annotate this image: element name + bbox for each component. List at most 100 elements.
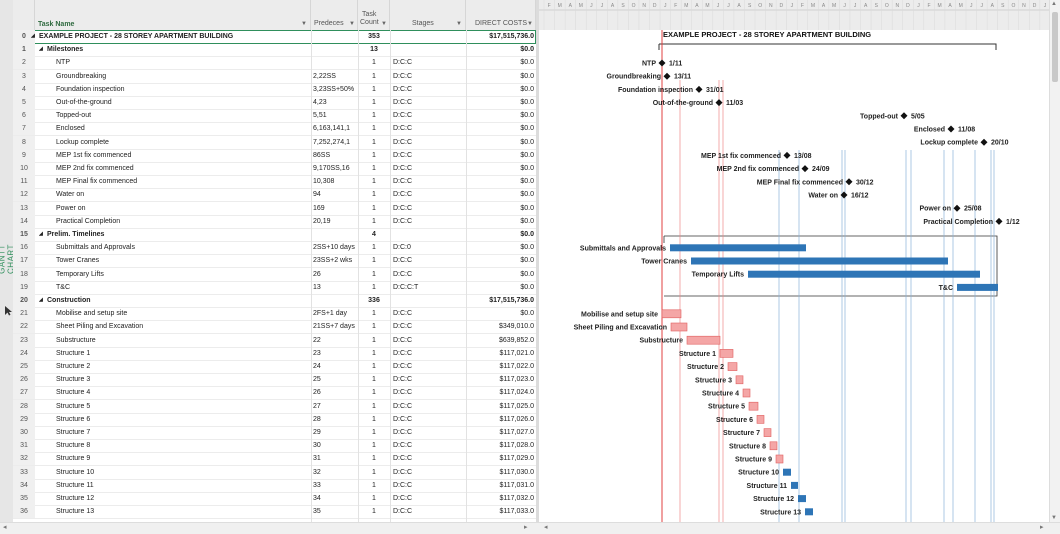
task-bar[interactable] [727,362,738,371]
predecessors-dropdown-icon[interactable]: ▼ [349,21,355,27]
task-bar[interactable] [691,257,948,265]
vertical-scroll-thumb[interactable] [1052,12,1058,82]
task-bar[interactable] [735,375,744,385]
column-header-task-count[interactable]: Task Count ▼ [358,0,390,30]
column-header-direct-costs[interactable]: DIRECT COSTS ▼ [466,0,536,30]
milestone-diamond[interactable] [658,59,666,67]
task-bar[interactable] [742,388,751,398]
task-bar[interactable] [775,454,784,464]
milestone-diamond[interactable] [715,99,723,107]
collapse-toggle-icon[interactable]: ◢ [31,33,35,39]
task-bar[interactable] [957,283,998,291]
task-bar[interactable] [661,309,682,319]
task-bar[interactable] [763,428,772,437]
collapse-toggle-icon[interactable]: ◢ [39,46,43,53]
task-bar[interactable] [748,401,759,411]
timescale-month: F [674,3,677,9]
scroll-left-icon[interactable]: ◂ [3,524,7,531]
row-number: 12 [13,188,35,202]
task-bar[interactable] [769,441,778,451]
milestone-diamond[interactable] [995,217,1003,225]
horizontal-scrollbar[interactable]: ◂ ▸ ◂ ▸ [0,522,1060,534]
table-scroll-right-icon[interactable]: ▸ [524,524,528,531]
milestone-diamond[interactable] [947,125,955,133]
table-row[interactable]: 0◢EXAMPLE PROJECT - 28 STOREY APARTMENT … [13,30,536,44]
milestone-date: 25/08 [964,206,982,213]
milestone-diamond[interactable] [801,165,809,173]
task-bar[interactable] [756,415,765,424]
scroll-down-icon[interactable]: ▼ [1051,515,1057,521]
task-bar[interactable] [670,244,806,252]
chart-scroll-left-icon[interactable]: ◂ [544,524,548,531]
task-bar[interactable] [670,322,688,332]
task-bar[interactable] [686,335,721,345]
column-header-predecessors[interactable]: Predeces ▼ [311,0,358,30]
direct-costs-dropdown-icon[interactable]: ▼ [527,21,533,27]
milestone-diamond[interactable] [695,85,703,93]
milestone-diamond[interactable] [953,204,961,212]
task-bar[interactable] [798,495,806,503]
task-count-cell: 1 [372,415,376,423]
task-bar[interactable] [783,468,791,476]
task-count-dropdown-icon[interactable]: ▼ [381,21,387,27]
task-name-dropdown-icon[interactable]: ▼ [301,21,307,27]
select-all-corner[interactable] [13,0,35,30]
column-header-task-name[interactable]: Task Name ▼ [35,0,311,30]
milestone-diamond[interactable] [663,72,671,80]
task-bar[interactable] [719,349,734,358]
collapse-toggle-icon[interactable]: ◢ [39,231,43,237]
stages-dropdown-icon[interactable]: ▼ [456,21,462,27]
task-bar[interactable] [791,481,798,489]
milestone-diamond[interactable] [840,191,848,199]
scroll-up-icon[interactable]: ▲ [1051,1,1057,7]
milestone-diamond[interactable] [980,138,988,146]
column-header-stages[interactable]: Stages ▼ [390,0,466,30]
milestone-diamond[interactable] [900,112,908,120]
view-bar[interactable]: GANTT CHART [0,0,16,533]
milestone-diamond[interactable] [845,178,853,186]
milestone-diamond[interactable] [783,151,791,159]
vertical-scrollbar[interactable]: ▲ ▼ [1049,0,1060,522]
task-bar[interactable] [748,270,980,278]
chart-scroll-right-icon[interactable]: ▸ [1040,524,1044,531]
task-bar[interactable] [805,508,813,516]
collapse-toggle-icon[interactable]: ◢ [39,297,43,303]
